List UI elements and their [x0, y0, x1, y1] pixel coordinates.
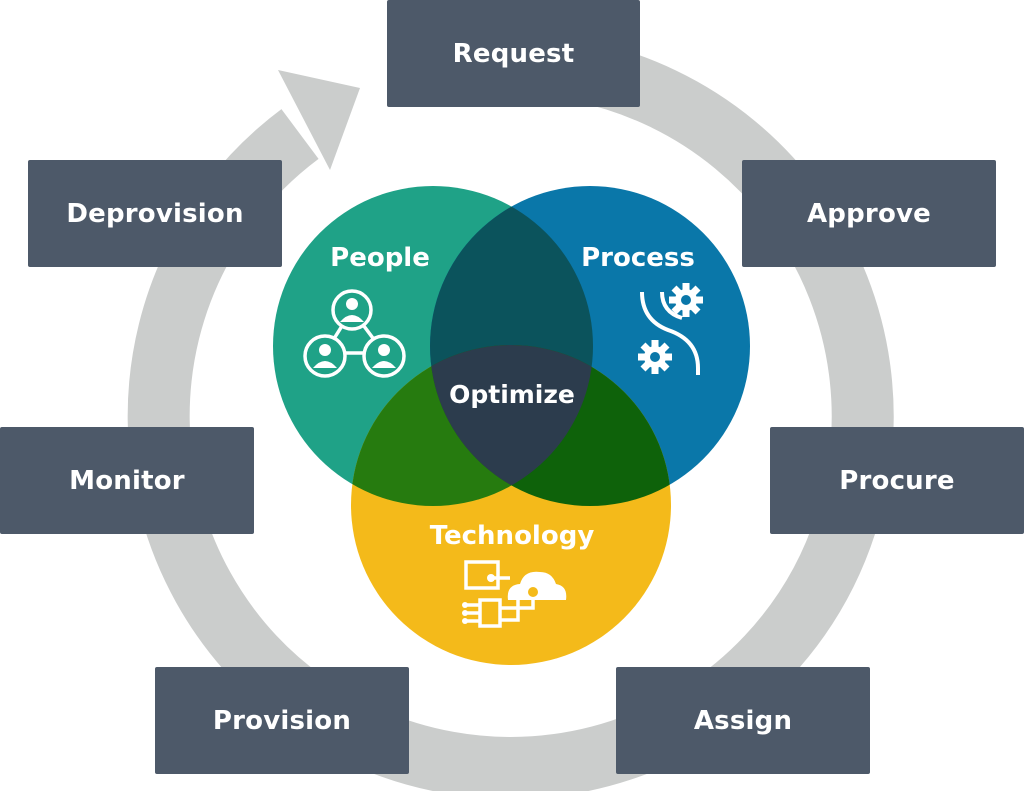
people-network-icon — [303, 289, 406, 378]
step-monitor: Monitor — [0, 427, 254, 534]
process-label: Process — [581, 243, 695, 273]
venn-diagram: People Process Optimize Technology — [273, 186, 750, 665]
step-approve: Approve — [742, 160, 996, 267]
technology-label: Technology — [430, 521, 595, 551]
cycle-arrow-icon — [278, 70, 360, 170]
people-label: People — [330, 243, 430, 273]
step-deprovision: Deprovision — [28, 160, 282, 267]
step-assign: Assign — [616, 667, 870, 774]
step-provision: Provision — [155, 667, 409, 774]
step-request: Request — [387, 0, 640, 107]
optimize-label: Optimize — [449, 380, 575, 409]
gears-flow-icon — [638, 283, 703, 375]
step-procure: Procure — [770, 427, 1024, 534]
cloud-circuit-icon — [462, 560, 567, 628]
